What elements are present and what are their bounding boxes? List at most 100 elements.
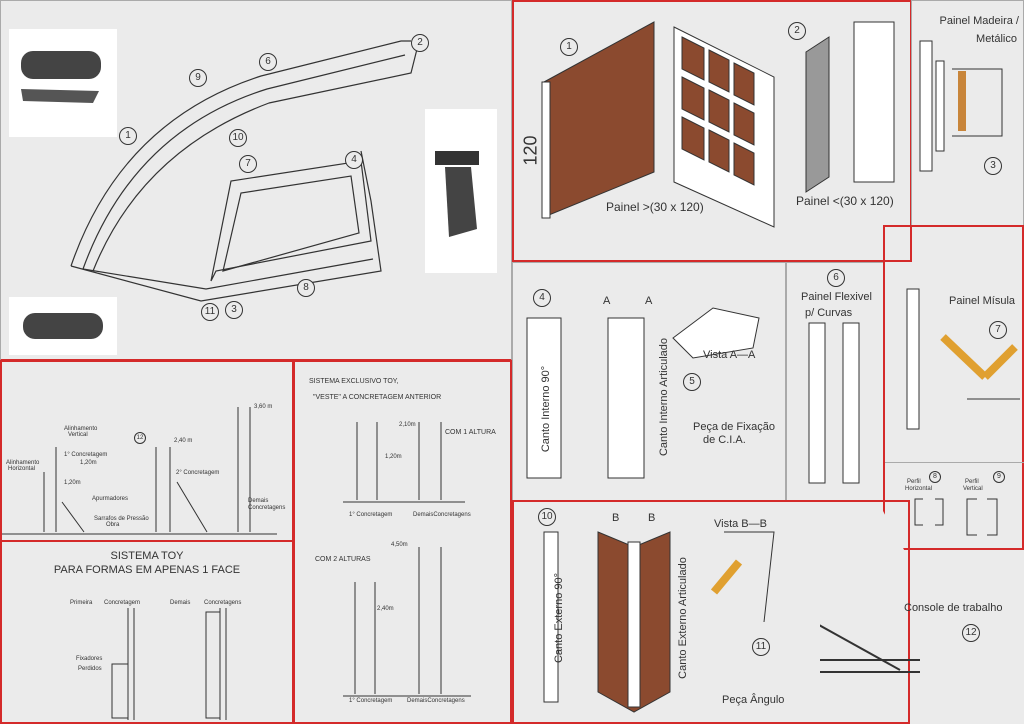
fix-1: Fixadores xyxy=(76,656,103,662)
callout-9: 9 xyxy=(993,471,1005,483)
inner-corner-articulated-label: Canto Interno Articulado xyxy=(658,337,671,457)
inner-corner-90-label: Canto Interno 90° xyxy=(540,365,553,453)
climbing-sequence-panel: Alinhamento Vertical Alinhamento Horizon… xyxy=(0,360,294,542)
callout-2: 2 xyxy=(788,22,806,40)
others-a: Demais xyxy=(170,600,191,606)
callout-6: 6 xyxy=(827,269,845,287)
panel-3-title-1: Painel Madeira / xyxy=(939,15,1020,27)
others-b: Concretagens xyxy=(204,600,242,606)
fix-2: Perdidos xyxy=(78,666,102,672)
align-h-1: Alinhamento xyxy=(6,460,40,466)
one-height-label: COM 1 ALTURA xyxy=(445,429,496,436)
first-b: Concretagem xyxy=(104,600,141,606)
h450: 4,50m xyxy=(391,542,408,548)
plumb-label: Apurmadores xyxy=(92,496,129,502)
section-b-left: B xyxy=(612,512,620,524)
pressure-label: Sarrafos de Pressão xyxy=(94,516,149,522)
angle-piece-caption: Peça Ângulo xyxy=(722,694,785,706)
first-pour-height: 1,20m xyxy=(80,460,97,466)
profile-h-label-1: Perfil xyxy=(907,479,921,485)
second-pour: 2° Concretagem xyxy=(176,470,220,476)
panels-1-2: 1 120 Painel >(30 x 120) 2 Painel <(30 x… xyxy=(512,0,912,262)
callout-3: 3 xyxy=(984,157,1002,175)
panel-height-label: 120 xyxy=(520,135,541,166)
plan-callout-4: 4 xyxy=(345,151,363,169)
h120: 1,20m xyxy=(385,454,402,460)
height-360: 3,60 m xyxy=(254,404,273,410)
console-panel: Console de trabalho 12 xyxy=(820,550,1024,724)
profile-h-label-2: Horizontal xyxy=(905,486,933,492)
panel-3: Painel Madeira / Metálico 3 xyxy=(911,0,1024,226)
exclusive-title-2: "VESTE" A CONCRETAGEM ANTERIOR xyxy=(313,394,442,401)
misula-title: Painel Mísula xyxy=(949,295,1016,307)
plan-callout-1: 1 xyxy=(119,127,137,145)
callout-5: 5 xyxy=(683,373,701,391)
others-1: DemaisConcretagens xyxy=(413,512,471,518)
first-2: 1° Concretagem xyxy=(349,698,393,704)
panel-large-caption: Painel >(30 x 120) xyxy=(606,200,704,214)
profile-v-label-1: Perfil xyxy=(965,479,979,485)
plan-callout-8: 8 xyxy=(297,279,315,297)
align-v-1: Alinhamento xyxy=(64,426,98,432)
panel-3-title-2: Metálico xyxy=(976,33,1017,45)
obra-label: Obra xyxy=(106,522,120,528)
wedge-clamp-photo xyxy=(425,109,497,273)
layout-plan-panel: 1 2 3 4 6 7 8 9 10 11 xyxy=(0,0,512,361)
callout-11: 11 xyxy=(752,638,770,656)
section-a-right: A xyxy=(645,295,653,307)
outer-corner-90-label: Canto Externo 90° xyxy=(553,572,566,664)
callout-4: 4 xyxy=(533,289,551,307)
formwork-plan-drawing xyxy=(70,40,420,302)
section-a-left: A xyxy=(603,295,611,307)
first-pour: 1° Concretagem xyxy=(64,452,108,458)
flexible-panel-title-1: Painel Flexivel xyxy=(801,291,872,303)
others-1: Demais xyxy=(248,498,269,504)
plan-callout-10: 10 xyxy=(229,129,247,147)
section-b-right: B xyxy=(648,512,656,524)
height-120: 1,20m xyxy=(64,480,81,486)
fixing-piece-caption-1: Peça de Fixação xyxy=(693,421,775,433)
exclusive-system-panel: SISTEMA EXCLUSIVO TOY, "VESTE" A CONCRET… xyxy=(293,360,512,724)
plan-callout-7: 7 xyxy=(239,155,257,173)
panel-7-misula: Painel Mísula 7 Perfil Horizontal 8 Perf… xyxy=(883,225,1024,550)
exclusive-title-1: SISTEMA EXCLUSIVO TOY, xyxy=(309,378,399,385)
callout-1: 1 xyxy=(560,38,578,56)
climbing-callout: 12 xyxy=(134,432,146,444)
view-b-b-label: Vista B—B xyxy=(714,518,767,530)
height-240: 2,40 m xyxy=(174,438,193,444)
threaded-nut-photo xyxy=(9,297,117,355)
h240: 2,40m xyxy=(377,606,394,612)
plan-callout-9: 9 xyxy=(189,69,207,87)
plan-callout-2: 2 xyxy=(411,34,429,52)
callout-8: 8 xyxy=(929,471,941,483)
callout-7: 7 xyxy=(989,321,1007,339)
panel-6-flexible: 6 Painel Flexivel p/ Curvas xyxy=(786,262,884,501)
align-v-2: Vertical xyxy=(68,432,88,438)
panel-4-inner-corners: 4 A A Canto Interno 90° Canto Interno Ar… xyxy=(512,262,786,501)
h210: 2,10m xyxy=(399,422,416,428)
one-face-title-2: PARA FORMAS EM APENAS 1 FACE xyxy=(53,564,241,576)
profile-v-label-2: Vertical xyxy=(963,486,983,492)
view-a-a-label: Vista A—A xyxy=(703,349,756,361)
plan-callout-3: 3 xyxy=(225,301,243,319)
first-a: Primeira xyxy=(70,600,93,606)
outer-corner-articulated-label: Canto Externo Articulado xyxy=(676,557,689,679)
flexible-panel-title-2: p/ Curvas xyxy=(805,307,853,319)
align-h-2: Horizontal xyxy=(8,466,36,472)
panel-drawings xyxy=(541,21,895,228)
console-caption: Console de trabalho xyxy=(904,602,1003,614)
pin-photo xyxy=(9,29,117,137)
callout-12: 12 xyxy=(962,624,980,642)
others-2: DemaisConcretagens xyxy=(407,698,465,704)
others-2: Concretagens xyxy=(248,505,286,511)
plan-callout-6: 6 xyxy=(259,53,277,71)
plan-callout-11: 11 xyxy=(201,303,219,321)
one-face-panel: SISTEMA TOY PARA FORMAS EM APENAS 1 FACE… xyxy=(0,540,294,724)
callout-10: 10 xyxy=(538,508,556,526)
panel-10-outer-corners: 10 B B Canto Externo 90° Canto Externo A… xyxy=(512,500,910,724)
one-face-title-1: SISTEMA TOY xyxy=(110,550,184,562)
fixing-piece-caption-2: de C.I.A. xyxy=(703,434,746,446)
first-1: 1° Concretagem xyxy=(349,512,393,518)
two-heights-label: COM 2 ALTURAS xyxy=(315,556,371,563)
panel-small-caption: Painel <(30 x 120) xyxy=(796,194,894,208)
